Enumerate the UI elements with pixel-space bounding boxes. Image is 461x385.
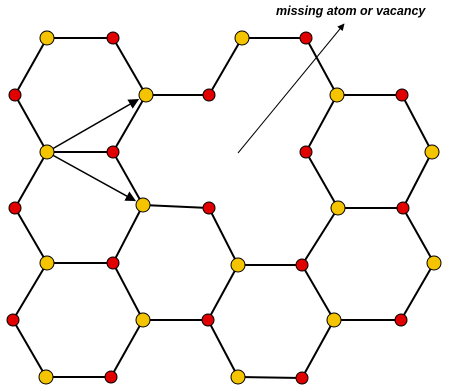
- atom-yellow: [138, 87, 154, 103]
- bond: [14, 207, 48, 264]
- bond: [142, 204, 210, 209]
- bond: [207, 264, 239, 321]
- atom-yellow: [234, 30, 250, 46]
- atom-yellow: [39, 255, 55, 271]
- bond: [237, 376, 303, 379]
- atom-yellow: [39, 30, 55, 46]
- atom-red: [106, 256, 120, 270]
- atom-red: [299, 31, 313, 45]
- atom-red: [104, 370, 118, 384]
- bond: [112, 37, 147, 96]
- atom-red: [6, 313, 20, 327]
- bond: [112, 151, 144, 206]
- bond: [208, 207, 239, 266]
- bond: [112, 262, 144, 321]
- atom-yellow: [135, 197, 151, 213]
- atom-red: [295, 258, 309, 272]
- atom-yellow: [135, 312, 151, 328]
- bond: [305, 151, 339, 209]
- atom-layer: [6, 30, 442, 385]
- label-layer: missing atom or vacancy: [237, 4, 426, 154]
- atom-yellow: [329, 87, 345, 103]
- bond: [305, 94, 338, 153]
- bond-layer: [12, 37, 435, 379]
- vacancy-pointer-line: [237, 23, 345, 154]
- vacancy-caption: missing atom or vacancy: [276, 4, 426, 18]
- bond: [305, 37, 338, 96]
- bond: [402, 207, 435, 264]
- atom-yellow: [426, 255, 442, 271]
- bond: [301, 319, 335, 379]
- atom-red: [395, 88, 409, 102]
- bond: [301, 207, 339, 266]
- bond: [12, 319, 47, 378]
- atom-red: [202, 88, 216, 102]
- bond: [402, 151, 433, 209]
- bond: [401, 94, 433, 153]
- lattice-vector-layer: [46, 98, 140, 202]
- atom-yellow: [424, 144, 440, 160]
- bond: [301, 264, 335, 321]
- atom-yellow: [38, 369, 54, 385]
- atom-red: [202, 201, 216, 215]
- atom-yellow: [230, 257, 246, 273]
- atom-red: [201, 313, 215, 327]
- bond: [112, 94, 147, 153]
- atom-red: [394, 313, 408, 327]
- lattice-vector-arrow: [46, 151, 137, 202]
- bond: [12, 262, 48, 321]
- atom-yellow: [330, 200, 346, 216]
- bond: [110, 319, 144, 378]
- atom-red: [106, 31, 120, 45]
- atom-red: [106, 145, 120, 159]
- bond: [14, 37, 48, 96]
- lattice-vector-arrow: [46, 98, 140, 153]
- atom-yellow: [230, 369, 246, 385]
- bond: [208, 37, 243, 96]
- atom-red: [295, 371, 309, 385]
- bond: [14, 151, 48, 209]
- atom-red: [299, 145, 313, 159]
- atom-red: [8, 201, 22, 215]
- bond: [207, 319, 239, 378]
- atom-red: [396, 201, 410, 215]
- bond: [14, 94, 48, 153]
- atom-yellow: [326, 312, 342, 328]
- atom-red: [8, 88, 22, 102]
- atom-yellow: [39, 144, 55, 160]
- bond: [112, 204, 144, 264]
- bond: [400, 262, 435, 321]
